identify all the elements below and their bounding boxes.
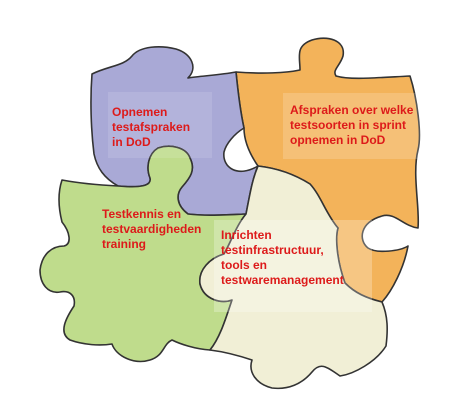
label-afspraken-testsoorten: Afspraken over welke testsoorten in spri… [290, 103, 414, 147]
label-testkennis-training: Testkennis en testvaardigheden training [102, 207, 202, 251]
label-inrichten-testinfrastructuur: Inrichten testinfrastructuur, tools en t… [221, 228, 344, 287]
text-backdrop-top-left [108, 92, 212, 158]
label-opnemen-testafspraken: Opnemen testafspraken in DoD [112, 105, 191, 149]
puzzle-piece-bottom-right [199, 165, 388, 390]
text-backdrop-bottom-right [214, 220, 372, 312]
text-backdrop-top-right [283, 93, 444, 159]
